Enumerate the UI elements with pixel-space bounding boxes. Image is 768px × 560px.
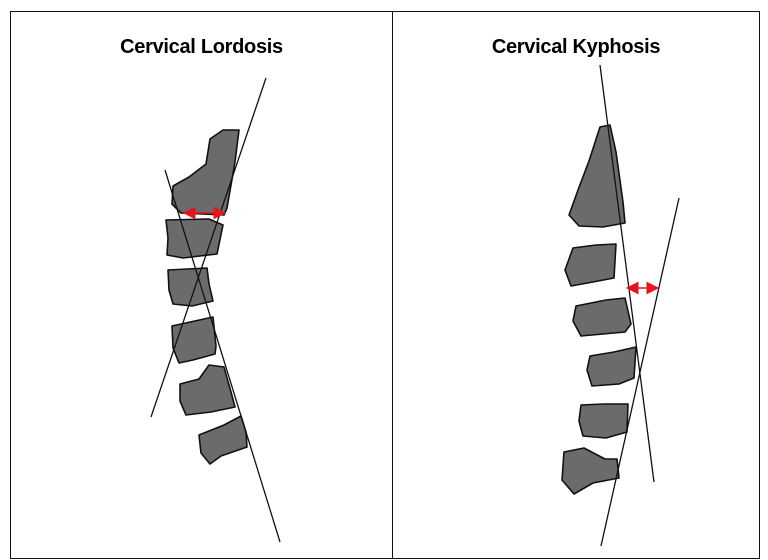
- lordosis-vertebra-c7: [199, 416, 247, 464]
- lordosis-diagram: [11, 12, 393, 560]
- kyphosis-vertebra-c6: [579, 404, 628, 438]
- kyphosis-panel: Cervical Kyphosis: [393, 12, 759, 558]
- figure-frame: Cervical Lordosis Cervical Kyphosis: [10, 11, 760, 559]
- kyphosis-vertebra-c4: [573, 298, 631, 336]
- lordosis-panel: Cervical Lordosis: [11, 12, 393, 558]
- kyphosis-vertebra-c2: [569, 125, 625, 227]
- lordosis-vertebra-c6: [180, 365, 235, 415]
- kyphosis-diagram: [393, 12, 759, 560]
- kyphosis-vertebra-c3: [565, 244, 616, 286]
- lordosis-vertebra-c2: [172, 130, 239, 215]
- lordosis-vertebra-c5: [172, 317, 216, 363]
- lordosis-vertebra-c3: [166, 219, 223, 258]
- kyphosis-vertebra-c5: [587, 347, 636, 386]
- kyphosis-vertebra-c7: [562, 448, 619, 494]
